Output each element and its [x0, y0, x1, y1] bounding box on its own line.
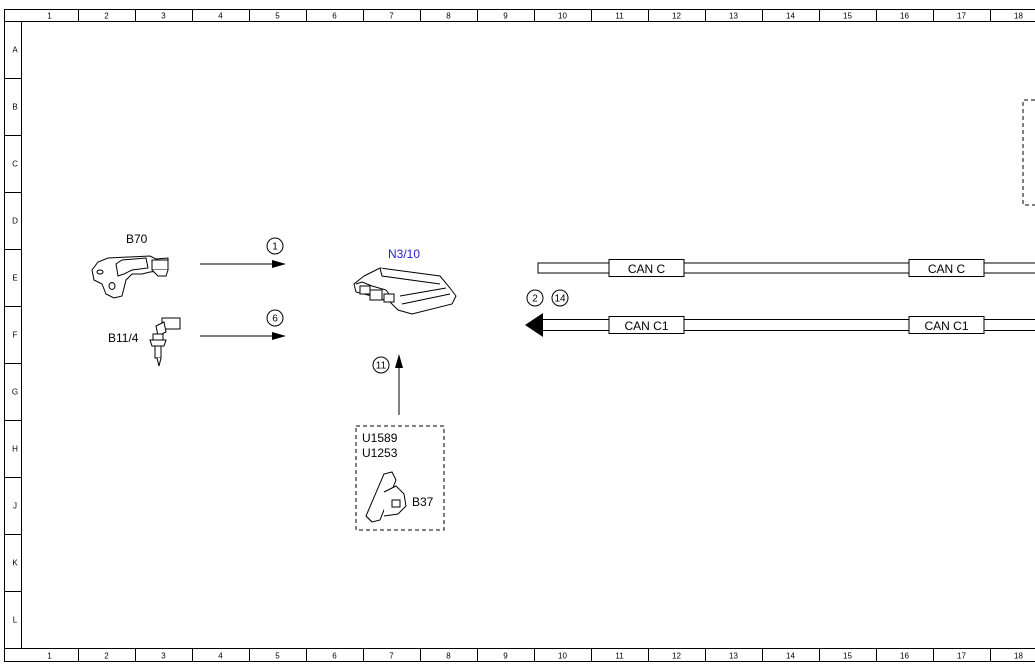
dashed-group-box-right: [1022, 99, 1035, 206]
callout-6: 6: [266, 309, 284, 327]
b37-pedal-sensor-icon: [365, 471, 407, 523]
can-c1-label-box-right: [908, 316, 985, 334]
column-index-label: 11: [615, 652, 624, 661]
b37-dashed-box: [355, 425, 445, 531]
column-index-label: 7: [389, 652, 394, 661]
can-c1-label-left: CAN C1: [624, 319, 668, 333]
column-index-label: 4: [218, 12, 223, 21]
can-c1-arrowhead: [525, 313, 543, 337]
can-c1-label-box-left: [608, 316, 685, 334]
row-index-left: A B C D E F G H J K L: [4, 46, 21, 625]
column-index-label: 1: [47, 652, 52, 661]
can-c-label-box-right: [908, 259, 985, 277]
column-index-label: 15: [843, 12, 852, 21]
row-index-label: K: [12, 559, 18, 568]
can-c-label-box-left: [608, 259, 685, 277]
frame-inner: [21, 21, 1035, 649]
callout-1: 1: [266, 237, 284, 255]
n3-10-label: N3/10: [388, 247, 420, 261]
svg-text:6: 6: [272, 314, 278, 325]
column-index-label: 14: [786, 652, 795, 661]
column-index-label: 17: [957, 12, 966, 21]
b70-sensor-icon: [91, 255, 169, 299]
b70-label: B70: [126, 232, 148, 246]
svg-text:11: 11: [376, 361, 387, 372]
row-index-label: D: [12, 217, 18, 226]
column-index-label: 4: [218, 652, 223, 661]
column-index-label: 6: [332, 652, 337, 661]
column-index-label: 1: [47, 12, 52, 21]
column-index-label: 17: [957, 652, 966, 661]
b37-label: B37: [412, 495, 434, 509]
column-index-label: 10: [558, 652, 567, 661]
callout-14: 14: [551, 289, 569, 307]
column-index-label: 16: [900, 652, 909, 661]
column-index-label: 16: [900, 12, 909, 21]
svg-text:14: 14: [554, 294, 566, 305]
row-index-label: B: [12, 103, 17, 112]
column-index-label: 5: [275, 652, 280, 661]
column-index-label: 3: [161, 12, 166, 21]
column-index-label: 13: [729, 652, 738, 661]
row-index-label: C: [12, 160, 18, 169]
column-index-label: 8: [446, 652, 451, 661]
column-index-label: 12: [672, 652, 681, 661]
n3-10-control-unit-icon: [353, 267, 457, 315]
can-c1-label-right: CAN C1: [924, 319, 968, 333]
column-index-label: 5: [275, 12, 280, 21]
column-index-label: 9: [503, 652, 508, 661]
arrow-b37-to-n3-10: [395, 354, 403, 415]
callout-11: 11: [372, 356, 390, 374]
row-index-label: J: [13, 502, 17, 511]
fault-code-1: U1589: [362, 431, 398, 445]
column-index-label: 8: [446, 12, 451, 21]
arrow-b70-to-n3-10: [200, 260, 286, 268]
row-index-label: H: [12, 445, 18, 454]
row-index-label: E: [12, 274, 17, 283]
column-index-label: 11: [615, 12, 624, 21]
column-index-label: 7: [389, 12, 394, 21]
frame-outer: [4, 9, 1035, 662]
column-index-label: 14: [786, 12, 795, 21]
column-index-label: 6: [332, 12, 337, 21]
column-index-label: 12: [672, 12, 681, 21]
column-index-label: 15: [843, 652, 852, 661]
column-index-label: 18: [1014, 652, 1023, 661]
svg-text:2: 2: [532, 294, 538, 305]
row-index-label: F: [13, 331, 18, 340]
can-c-bus: [537, 262, 1035, 274]
fault-code-2: U1253: [362, 446, 398, 460]
column-index-label: 9: [503, 12, 508, 21]
svg-text:1: 1: [272, 242, 278, 253]
b11-4-sensor-icon: [149, 317, 181, 367]
column-index-label: 2: [104, 12, 109, 21]
row-index-label: G: [12, 388, 18, 397]
can-c-label-left: CAN C: [628, 262, 666, 276]
can-c-label-right: CAN C: [928, 262, 966, 276]
column-index-label: 13: [729, 12, 738, 21]
arrow-b11-4-to-n3-10: [200, 332, 286, 340]
b11-4-label: B11/4: [108, 331, 139, 345]
column-index-label: 2: [104, 652, 109, 661]
row-index-label: L: [13, 616, 18, 625]
column-index-label: 10: [558, 12, 567, 21]
callout-2: 2: [526, 289, 544, 307]
row-index-label: A: [12, 46, 18, 55]
column-index-label: 18: [1014, 12, 1023, 21]
column-index-label: 3: [161, 652, 166, 661]
